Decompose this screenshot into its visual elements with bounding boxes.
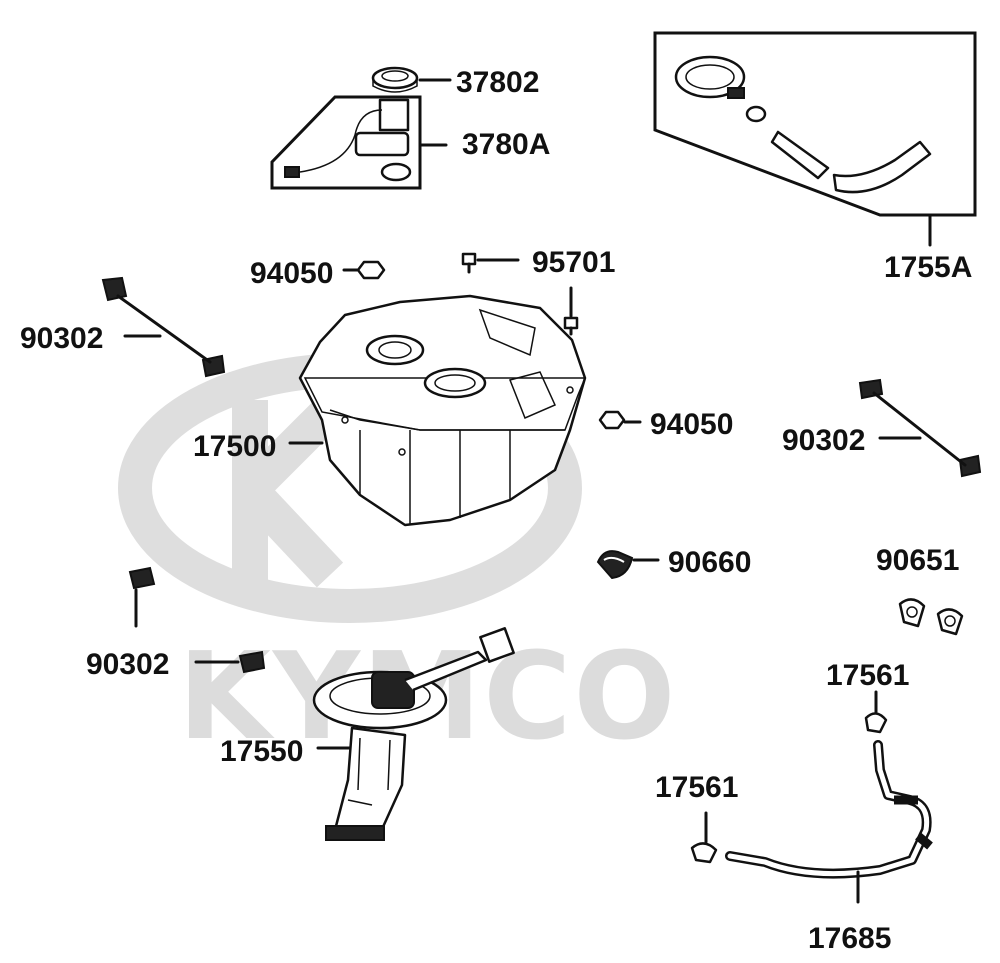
clamp-90651[interactable] [898, 598, 964, 636]
clip-90660[interactable] [596, 550, 634, 580]
label-3780A: 3780A [462, 128, 550, 161]
leader-90302-left-bottom [134, 588, 240, 664]
label-90302-right: 90302 [782, 424, 865, 457]
label-1755A: 1755A [884, 251, 972, 284]
label-17500: 17500 [193, 430, 276, 463]
fuel-pump-17550[interactable] [312, 627, 515, 841]
hose-clamp-17561-bottom[interactable] [690, 842, 718, 864]
label-94050-top: 94050 [250, 257, 333, 290]
label-90302-left-top: 90302 [20, 322, 103, 355]
label-17561-bottom: 17561 [655, 771, 738, 804]
label-94050-right: 94050 [650, 408, 733, 441]
fuel-gauge-kit-3780A[interactable] [270, 95, 422, 190]
label-17561-top: 17561 [826, 659, 909, 692]
bolt-95701[interactable] [461, 252, 579, 336]
label-90660: 90660 [668, 546, 751, 579]
screw-90302-right[interactable] [858, 378, 982, 478]
nut-94050-top[interactable] [356, 260, 386, 280]
nut-94050-right[interactable] [598, 410, 626, 430]
label-95701: 95701 [532, 246, 615, 279]
hose-clamp-17561-top[interactable] [864, 712, 888, 734]
fuel-tank-17500[interactable] [298, 294, 587, 527]
label-17550: 17550 [220, 735, 303, 768]
screw-90302-left-bottom[interactable] [128, 566, 266, 674]
label-90302-left-bottom: 90302 [86, 648, 169, 681]
hose-kit-1755A[interactable] [653, 31, 977, 217]
leader-95701 [476, 258, 573, 318]
lock-ring-37802[interactable] [371, 66, 419, 93]
label-17685: 17685 [808, 922, 891, 955]
label-90651: 90651 [876, 544, 959, 577]
fuel-hose-17685[interactable] [725, 740, 933, 879]
screw-90302-left-top[interactable] [101, 276, 226, 378]
label-37802: 37802 [456, 66, 539, 99]
